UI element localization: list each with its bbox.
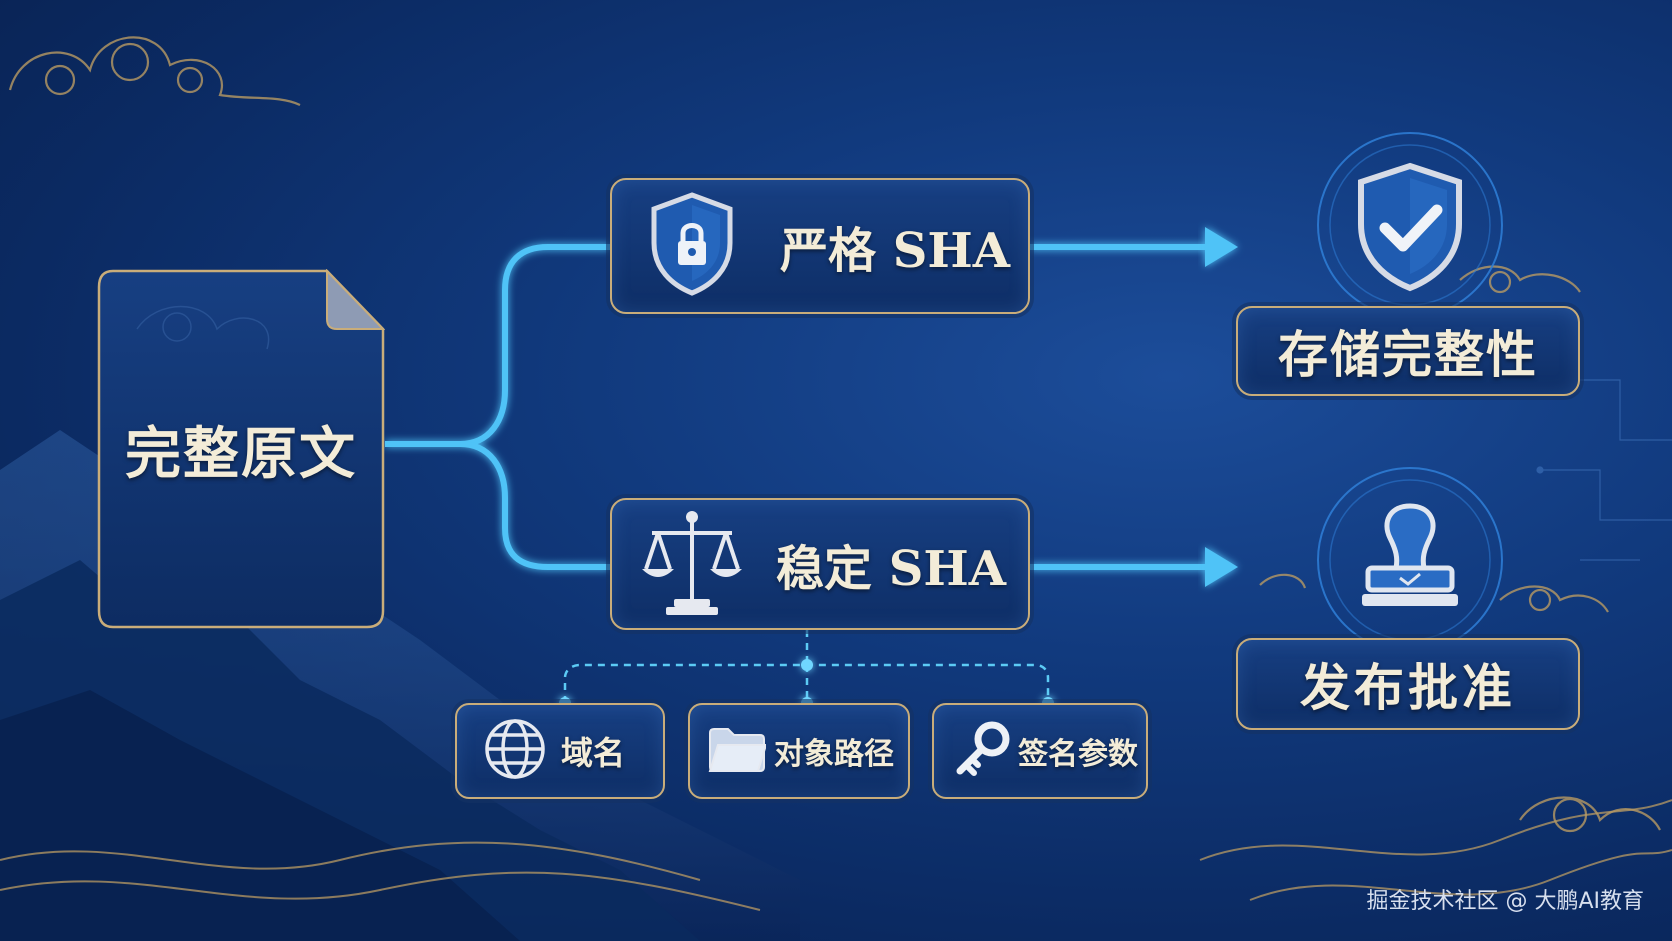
balance-scale-icon xyxy=(640,507,744,621)
storage-integrity-label: 存储完整性 xyxy=(1278,325,1538,384)
param-object-path-label: 对象路径 xyxy=(774,737,894,772)
source-label: 完整原文 xyxy=(125,420,357,487)
strict-sha-box: 严格 SHA xyxy=(610,178,1030,314)
stable-sha-label: 稳定 SHA xyxy=(776,541,1006,597)
release-approval-box: 发布批准 xyxy=(1236,638,1580,730)
folder-icon xyxy=(708,725,768,777)
param-object-path-box: 对象路径 xyxy=(688,703,910,799)
cloud-decoration xyxy=(8,36,1661,833)
watermark: 掘金技术社区 @ 大鹏AI教育 xyxy=(1366,889,1644,914)
strict-sha-label: 严格 SHA xyxy=(780,223,1010,279)
param-signature-label: 签名参数 xyxy=(1018,737,1138,772)
document-icon xyxy=(97,269,385,629)
source-document: 完整原文 xyxy=(97,269,385,629)
stable-sha-box: 稳定 SHA xyxy=(610,498,1030,630)
globe-icon xyxy=(483,717,547,785)
key-icon xyxy=(954,721,1010,781)
param-domain-box: 域名 xyxy=(455,703,665,799)
lock-shield-icon xyxy=(648,191,736,301)
check-shield-icon xyxy=(1355,162,1465,296)
storage-integrity-box: 存储完整性 xyxy=(1236,306,1580,396)
arrowheads xyxy=(1205,227,1238,587)
param-signature-box: 签名参数 xyxy=(932,703,1148,799)
connector-lines xyxy=(385,244,1210,570)
approval-stamp-icon xyxy=(1358,502,1462,616)
wave-decoration xyxy=(0,799,1672,911)
release-approval-label: 发布批准 xyxy=(1300,658,1516,717)
circuit-decoration xyxy=(1536,376,1672,561)
param-domain-label: 域名 xyxy=(561,734,626,772)
